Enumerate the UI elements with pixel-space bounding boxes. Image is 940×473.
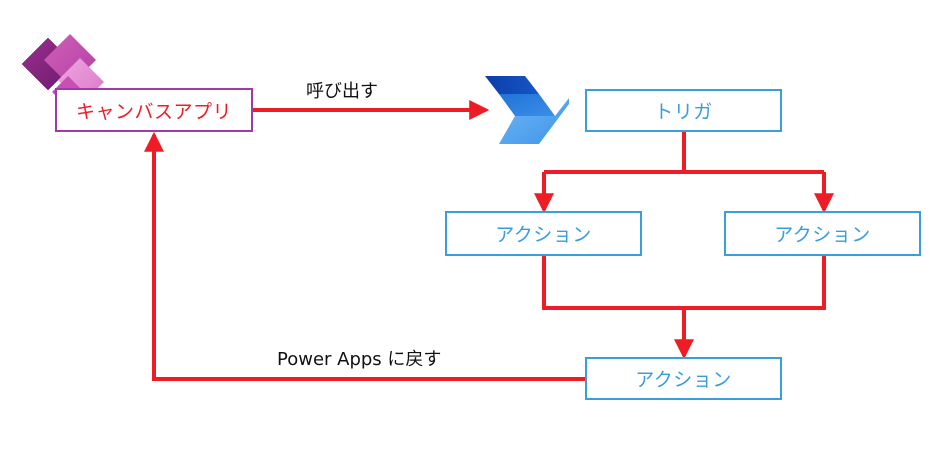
return-edge-label: Power Apps に戻す [277,349,442,370]
action-node-bottom: アクション [585,357,782,400]
call-edge-label: 呼び出す [306,81,378,102]
merge-connector [542,256,826,310]
trigger-label: トリガ [654,101,713,123]
canvas-app-label: キャンバスアプリ [75,100,232,123]
trigger-node: トリガ [585,89,782,132]
canvas-app-node: キャンバスアプリ [55,88,253,132]
action-right-label: アクション [774,224,871,246]
action-node-right: アクション [724,211,921,256]
action-left-label: アクション [495,224,592,246]
action-bottom-label: アクション [635,369,732,391]
power-automate-logo-icon [485,76,569,144]
action-node-left: アクション [445,211,642,256]
return-connector [144,131,585,381]
